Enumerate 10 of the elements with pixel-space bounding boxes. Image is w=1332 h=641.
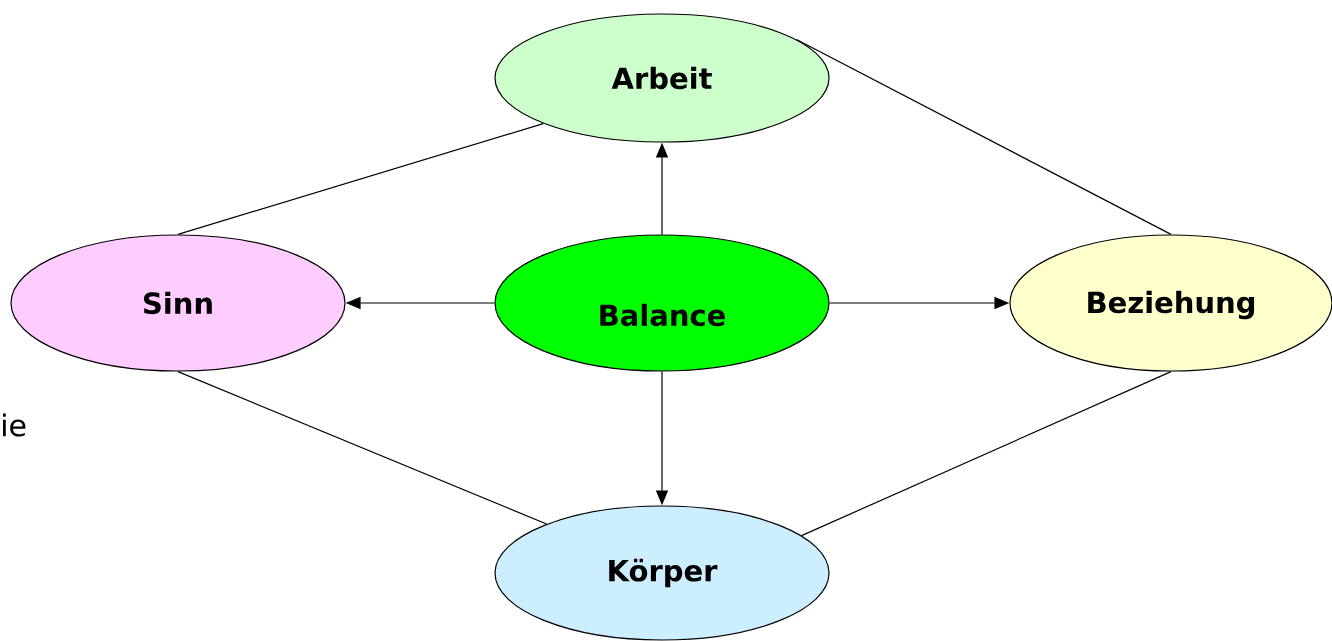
connector-line: [801, 371, 1172, 537]
ellipse-node: Balance: [494, 234, 830, 372]
connector-line: [795, 38, 1172, 235]
ellipse-node: Sinn: [10, 234, 346, 372]
ellipse-node: Körper: [494, 505, 830, 641]
ellipse-node: Arbeit: [494, 13, 830, 143]
connector-line: [177, 123, 544, 235]
text-fragment: ie: [3, 413, 26, 437]
connector-line: [177, 371, 548, 525]
ellipse-node: Beziehung: [1009, 234, 1332, 372]
